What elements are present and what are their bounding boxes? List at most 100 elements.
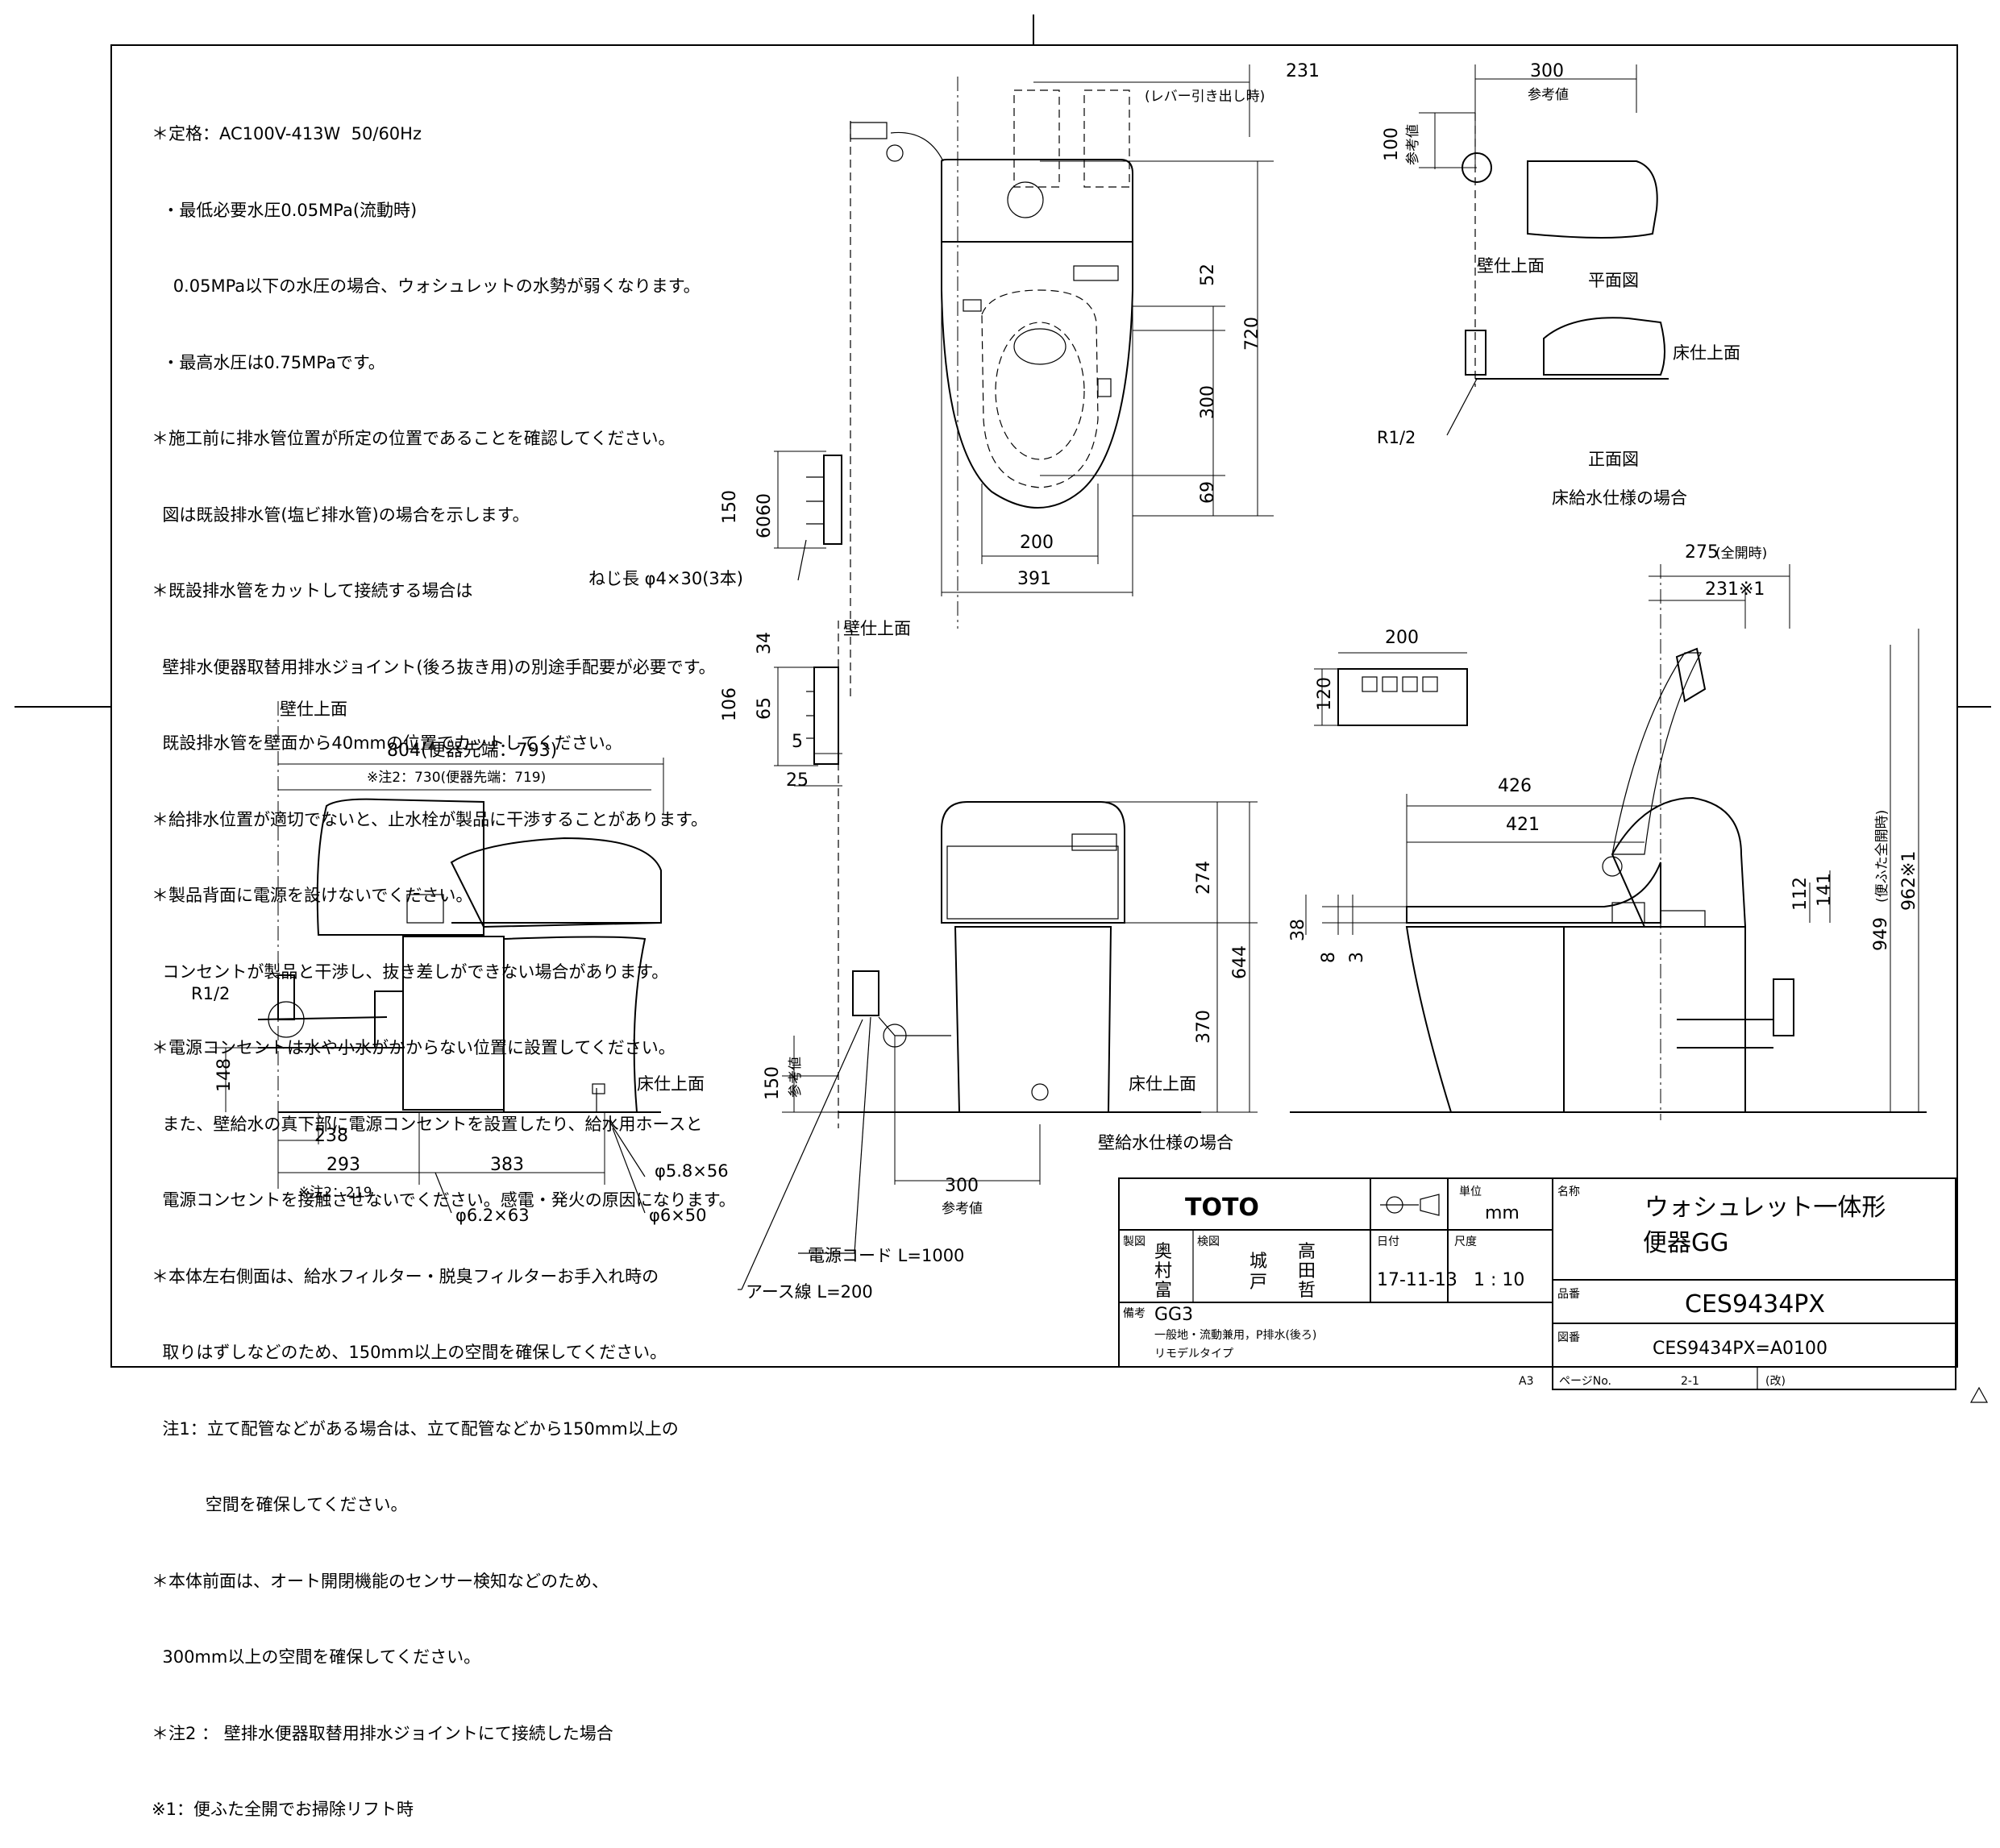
dim-106: 106 [720, 687, 740, 721]
dim-3: 3 [1347, 952, 1367, 963]
note-line: ＊給排水位置が適切でないと、止水栓が製品に干渉することがあります。 [152, 809, 709, 829]
anchor-62x63: φ6.2×63 [455, 1206, 530, 1225]
remarks-2: リモデルタイプ [1154, 1347, 1233, 1360]
part-no: CES9434PX [1685, 1290, 1825, 1319]
ref-value-floor: 参考値 [1528, 87, 1569, 103]
scale-label: 尺度 [1454, 1235, 1477, 1248]
note-line: ・最低必要水圧0.05MPa(流動時) [152, 200, 418, 220]
date-label: 日付 [1377, 1235, 1399, 1248]
wall-bracket-side [774, 451, 842, 581]
dim-383: 383 [490, 1155, 524, 1175]
spec-notes: ＊定格：AC100V-413W 50/60Hz ・最低必要水圧0.05MPa(流… [152, 71, 796, 1848]
note-line: ※1：便ふた全開でお掃除リフト時 [152, 1800, 414, 1819]
rev-label: (改) [1765, 1375, 1786, 1388]
page-label: ページNo. [1559, 1375, 1611, 1388]
anchor-6x50: φ6×50 [649, 1206, 707, 1225]
ref-value-100: 参考値 [1405, 124, 1421, 165]
dim-8: 8 [1319, 952, 1339, 963]
ref-value-300: 参考値 [942, 1201, 983, 1217]
part-label: 品番 [1557, 1288, 1580, 1301]
unit-label: 単位 [1459, 1186, 1482, 1198]
name-label: 名称 [1557, 1186, 1580, 1198]
dim-120: 120 [1315, 677, 1335, 711]
note-line: 図は既設排水管(塩ビ排水管)の場合を示します。 [152, 505, 530, 525]
ref-value-front: 参考値 [788, 1057, 804, 1098]
checked-by-1: 戸 [1249, 1273, 1267, 1293]
wall-supply-label: 壁給水仕様の場合 [1098, 1133, 1233, 1152]
dim-200-plan: 200 [1020, 533, 1054, 553]
made-by-1: 村 [1154, 1261, 1172, 1281]
dim-421: 421 [1506, 815, 1540, 835]
dim-238: 238 [314, 1126, 348, 1146]
made-by-2: 富 [1154, 1281, 1172, 1301]
lever-label: (レバー引き出し時) [1145, 89, 1265, 105]
dim-275: 275 [1685, 542, 1719, 563]
note-line: ＊電源コンセントは水や小水がかからない位置に設置してください。 [152, 1038, 676, 1057]
date-value: 17-11-13 [1377, 1270, 1457, 1290]
dim-69: 69 [1198, 481, 1218, 504]
drawing-sheet: 231 (レバー引き出し時) 52 720 300 69 200 391 150… [15, 15, 1991, 1403]
front-view-label: 正面図 [1588, 450, 1639, 469]
front-view [738, 801, 1258, 1290]
floor-supply-label: 床給水仕様の場合 [1552, 488, 1687, 508]
note-line: ＊本体前面は、オート開閉機能のセンサー検知などのため、 [152, 1571, 609, 1591]
dim-730: ※注2：730(便器先端：719) [367, 770, 546, 786]
dim-720: 720 [1242, 317, 1262, 351]
note-line: ＊施工前に排水管位置が所定の位置であることを確認してください。 [152, 429, 676, 448]
r12-left: R1/2 [191, 984, 230, 1003]
note-line: 空間を確保してください。 [152, 1495, 408, 1514]
side-view-left [210, 701, 664, 1214]
open-full-label: (全開時) [1715, 546, 1767, 562]
dim-52: 52 [1198, 264, 1218, 286]
wall-surface-floor: 壁仕上面 [1477, 256, 1545, 276]
wall-surface-left: 壁仕上面 [280, 700, 347, 719]
wall-surface-mid: 壁仕上面 [843, 619, 911, 638]
page-value: 2-1 [1681, 1375, 1699, 1388]
remarks-label: 備考 [1123, 1307, 1146, 1320]
anchor-58x56: φ5.8×56 [655, 1161, 729, 1181]
note-line: 既設排水管を壁面から40mmの位置でカットしてください。 [152, 733, 622, 753]
drawing-label: 図番 [1557, 1331, 1580, 1344]
drawing-no: CES9434PX=A0100 [1653, 1339, 1827, 1359]
floor-surface-left: 床仕上面 [637, 1074, 705, 1094]
floor-surface-front: 床仕上面 [1129, 1074, 1196, 1094]
dim-804: 804(便器先端：793) [387, 741, 557, 761]
dim-219: ※注2：219 [298, 1185, 372, 1201]
unit-value: mm [1485, 1203, 1520, 1223]
note-line: 注1：立て配管などがある場合は、立て配管などから150mm以上の [152, 1418, 679, 1439]
side-view-right [1290, 564, 1927, 1120]
checked-by-4: 哲 [1298, 1281, 1316, 1301]
floor-surface-floor: 床仕上面 [1673, 343, 1740, 363]
lid-open-label: (便ふた全開時) [1874, 810, 1890, 903]
note-line: ・最高水圧は0.75MPaです。 [152, 352, 385, 372]
plan-view-label: 平面図 [1588, 271, 1639, 290]
dim-25: 25 [786, 770, 809, 791]
note-line: コンセントが製品と干渉し、抜き差しができない場合があります。 [152, 961, 669, 982]
checked-by-0: 城 [1249, 1252, 1267, 1272]
note-line: ＊本体左右側面は、給水フィルター・脱臭フィルターお手入れ時の [152, 1266, 659, 1286]
remarks-1: 一般地・流動兼用，P排水(後ろ) [1154, 1329, 1316, 1342]
remarks-0: GG3 [1154, 1305, 1193, 1325]
earth-wire-label: アース線 L=200 [746, 1282, 873, 1302]
dim-141: 141 [1815, 873, 1835, 907]
floor-supply-views [1419, 64, 1669, 436]
dim-150-side: 150 [720, 490, 740, 524]
dim-426: 426 [1498, 776, 1532, 796]
dim-148: 148 [214, 1058, 235, 1092]
made-label: 製図 [1123, 1235, 1146, 1248]
made-by-0: 奥 [1154, 1242, 1172, 1262]
note-line: ＊注2 ： 壁排水便器取替用排水ジョイントにて接続した場合 [152, 1723, 613, 1743]
note-line: ＊製品背面に電源を設けないでください。 [152, 886, 473, 905]
brand-logo: TOTO [1185, 1194, 1259, 1222]
dim-300-floor: 300 [1530, 61, 1564, 81]
note-line: 取りはずしなどのため、150mm以上の空間を確保してください。 [152, 1343, 667, 1362]
screw-label: ねじ長 φ4×30(3本) [588, 569, 743, 588]
dim-5: 5 [792, 732, 803, 752]
checked-by-3: 田 [1298, 1261, 1316, 1281]
dim-150-front: 150 [763, 1066, 783, 1100]
dim-231: 231 [1286, 61, 1320, 81]
dim-200-remote: 200 [1385, 628, 1419, 648]
dim-112: 112 [1790, 877, 1811, 911]
dim-34: 34 [755, 632, 775, 654]
sheet-size: A3 [1519, 1375, 1533, 1388]
